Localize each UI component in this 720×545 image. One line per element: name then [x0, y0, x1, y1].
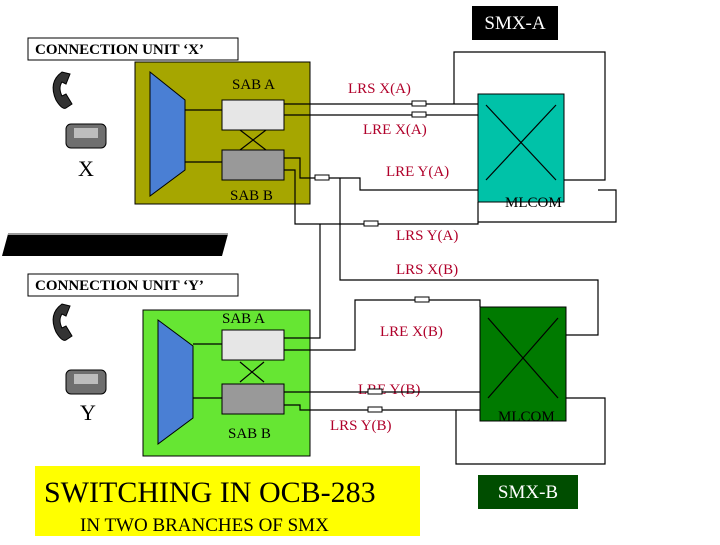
unit-x-subscriber-label: X [78, 156, 94, 181]
connector-lre-y-a [314, 174, 330, 181]
unit-y-sab-b [221, 383, 285, 415]
link-lre-y-a-label: LRE Y(A) [386, 164, 449, 180]
wire-lrs-y-b [284, 404, 480, 411]
unit-x-telephone-icon [65, 123, 107, 149]
connector-lrs-x-b [414, 296, 430, 303]
unit-y-telephone-icon [65, 369, 107, 395]
wire-smx-a-loop [453, 51, 606, 181]
connector-lrs-x-a [411, 100, 427, 107]
smx-b-label-box [478, 475, 578, 509]
smx-b-label: SMX-B [498, 482, 558, 503]
unit-y-handset-icon [52, 303, 73, 341]
connector-lrs-y-b [367, 406, 383, 413]
title-box [35, 466, 420, 536]
link-lre-x-a-label: LRE X(A) [363, 122, 427, 138]
smx-a-label: SMX-A [484, 13, 546, 34]
link-lre-y-b-label: LRE Y(B) [358, 382, 420, 398]
connector-lrs-y-a [363, 220, 379, 227]
unit-y-sab-cross-2 [239, 361, 265, 383]
unit-y-subscriber-label: Y [80, 400, 96, 425]
unit-x-switch-matrix [149, 70, 186, 197]
unit-y-sab-b-label: SAB B [228, 426, 271, 442]
unit-x-sab-cross-2 [239, 129, 267, 151]
connector-lre-y-b [367, 388, 383, 395]
mlcom-a-cross-2 [485, 104, 557, 181]
title-line-2: IN TWO BRANCHES OF SMX [80, 515, 329, 536]
link-lre-x-b-label: LRE X(B) [380, 324, 443, 340]
unit-y-sab-a-label: SAB A [222, 311, 265, 327]
connector-lre-x-a [411, 111, 427, 118]
wire-lrs-y-a-from-y [284, 224, 321, 339]
unit-x-title-box [27, 37, 239, 61]
wire-smx-b-loop [455, 397, 606, 465]
unit-x-sab-a-label: SAB A [232, 77, 275, 93]
title-line-1: SWITCHING IN OCB-283 [44, 476, 376, 509]
link-lrs-x-a-label: LRS X(A) [348, 81, 411, 97]
wire-lre-y-a [284, 157, 478, 191]
mlcom-b-cross-2 [487, 317, 559, 399]
unit-y-title-box [27, 273, 239, 297]
unit-x-title: CONNECTION UNIT ‘X’ [35, 42, 204, 58]
mlcom-a-label: MLCOM [505, 195, 562, 211]
wire-lre-x-b [284, 299, 481, 351]
unit-x-handset-icon [52, 71, 73, 109]
unit-x-sab-b-label: SAB B [230, 188, 273, 204]
wire-mlcom-a-return [478, 189, 617, 223]
unit-y-sab-a [221, 329, 285, 361]
unit-x-sab-a [221, 99, 285, 131]
mlcom-b-label: MLCOM [498, 409, 555, 425]
unit-y-switch-matrix [157, 319, 194, 445]
smx-a-label-box [472, 6, 558, 40]
wire-lrs-y-a [284, 169, 479, 225]
wire-lrs-x-b [339, 178, 599, 336]
branch-separator-bar [2, 234, 228, 256]
unit-y-title: CONNECTION UNIT ‘Y’ [35, 278, 204, 294]
link-lrs-x-b-label: LRS X(B) [396, 262, 458, 278]
unit-x-sab-b [221, 149, 285, 181]
link-lrs-y-b-label: LRS Y(B) [330, 418, 392, 434]
link-lrs-y-a-label: LRS Y(A) [396, 228, 458, 244]
